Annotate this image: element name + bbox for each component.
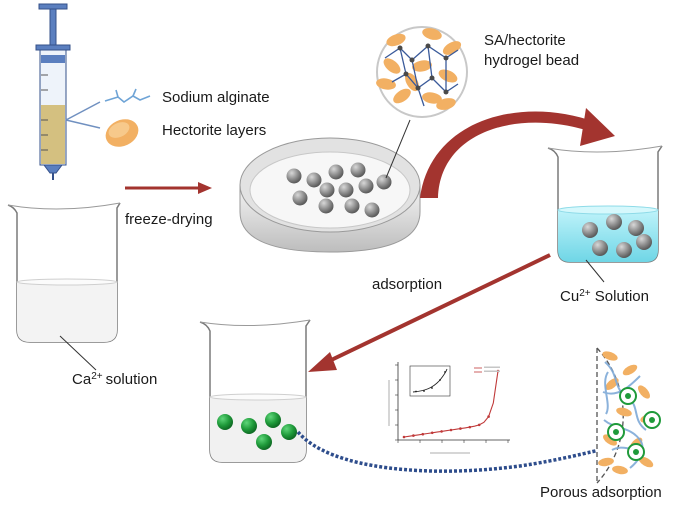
gray-bead (318, 198, 334, 214)
hectorite-flake (422, 92, 442, 104)
green-bead (241, 418, 257, 434)
cu-ion-dot (649, 417, 655, 423)
isotherm-point (402, 435, 406, 439)
hectorite-flake (598, 457, 614, 467)
cu-suffix-text: Solution (590, 288, 649, 305)
gray-bead (592, 240, 608, 256)
gray-bead (306, 172, 322, 188)
hectorite-flake-icon (105, 119, 139, 147)
sodium-alginate-label: Sodium alginate (162, 89, 270, 106)
hectorite-flake (393, 88, 411, 104)
petri-dish-icon (239, 119, 421, 253)
green-bead (256, 434, 272, 450)
ca-solution-label: Ca2+solution (72, 371, 157, 389)
hectorite-flake (386, 33, 406, 47)
isotherm-point (477, 423, 481, 427)
saturated-beaker-icon (199, 319, 311, 463)
hectorite-flake (422, 28, 442, 40)
adsorption-arrow (308, 253, 551, 372)
isotherm-point (459, 427, 462, 430)
gray-bead (364, 202, 380, 218)
hectorite-flake (616, 407, 632, 417)
hectorite-flake (612, 465, 628, 475)
gray-bead (286, 168, 302, 184)
green-bead (281, 424, 297, 440)
isotherm-point (430, 431, 434, 435)
hectorite-flake (383, 58, 401, 74)
gray-bead (358, 178, 374, 194)
hectorite-flake (622, 364, 638, 376)
hectorite-flake (638, 385, 650, 399)
ca-suffix-text: solution (105, 371, 158, 388)
cu-beaker-icon (547, 145, 663, 283)
green-bead (265, 412, 281, 428)
ca-ion-text: Ca (72, 371, 92, 388)
gray-bead (606, 214, 622, 230)
isotherm-point (449, 428, 453, 432)
gray-bead (376, 174, 392, 190)
cu-ion-dot (613, 429, 619, 435)
hydrogel-bead-zoom (376, 26, 468, 118)
porous-bead-section-icon (596, 347, 661, 484)
gray-bead (636, 234, 652, 250)
gray-bead (616, 242, 632, 258)
adsorption-label: adsorption (372, 276, 443, 293)
hectorite-flake (412, 60, 432, 72)
gray-bead (628, 220, 644, 236)
alginate-chain-icon (104, 88, 151, 103)
adsorption-isotherm-chart-icon (388, 360, 510, 454)
hectorite-flake (638, 456, 654, 468)
porous-adsorption-label: Porous adsorption (540, 484, 662, 501)
gray-bead (319, 182, 335, 198)
gray-bead (292, 190, 308, 206)
isotherm-point (412, 434, 415, 437)
green-bead (217, 414, 233, 430)
bead-label-line2: hydrogel bead (484, 52, 580, 69)
cu-ion-dot (633, 449, 639, 455)
syringe-icon (35, 3, 101, 180)
gray-bead (344, 198, 360, 214)
hectorite-flake (436, 98, 456, 110)
hectorite-flake (602, 351, 618, 361)
ca-charge-text: 2+ (91, 371, 103, 382)
cu-ion-dot (625, 393, 631, 399)
isotherm-point (440, 430, 443, 433)
bead-label-line1: SA/hectorite (484, 32, 566, 49)
hectorite-flake (376, 78, 396, 90)
gray-bead (350, 162, 366, 178)
hectorite-flake (603, 434, 617, 446)
cu-ion-text: Cu (560, 288, 580, 305)
isotherm-point (487, 415, 490, 418)
hectorite-flake (438, 69, 458, 83)
gray-bead (338, 182, 354, 198)
cu-solution-label: Cu2+ Solution (560, 288, 649, 306)
cu-charge-text: 2+ (579, 288, 591, 299)
hectorite-layers-label: Hectorite layers (162, 122, 267, 139)
ca-beaker-icon (7, 202, 121, 371)
gray-bead (328, 164, 344, 180)
freeze-drying-arrow (125, 182, 212, 194)
gray-bead (582, 222, 598, 238)
transfer-arrow (420, 108, 615, 198)
freeze-drying-label: freeze-drying (125, 211, 213, 228)
isotherm-point (468, 425, 472, 429)
isotherm-point (421, 432, 425, 436)
